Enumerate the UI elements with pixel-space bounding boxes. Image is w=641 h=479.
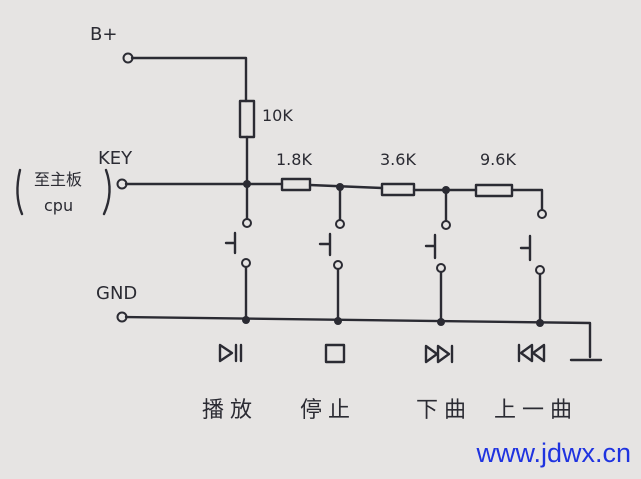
cpu-note-top: 至主板 [34,170,83,189]
resistor-3-6k [380,182,416,197]
key-label: KEY [98,148,133,169]
play-label: 播放 [202,398,259,423]
resistor-3-label: 9.6K [480,150,516,169]
switch-4-top-contact [537,209,547,219]
switch-1-button [224,231,237,255]
resistor-1-8k [280,177,312,192]
gnd-wire [124,315,592,359]
play-pause-icon [218,343,243,363]
stop-icon [324,343,346,364]
junction-node [242,316,250,324]
next-track-label: 下曲 [416,398,473,423]
stop-label: 停止 [300,398,357,423]
pullup-resistor-label: 10K [262,106,293,125]
switch-2-top-contact [335,219,345,229]
junction-node [536,319,544,327]
resistor-1-label: 1.8K [276,150,312,169]
junction-node [437,318,445,326]
note-open-paren [16,168,24,216]
junction-node [334,317,342,325]
switch-3-top-contact [441,220,451,230]
resistor-9-6k [474,183,514,198]
switch-1-top-contact [242,218,252,228]
supply-label: B+ [90,24,118,45]
previous-track-icon [517,343,546,363]
cpu-note-bottom: cpu [44,196,74,215]
switch-2-button [318,232,332,257]
key-wire-4 [510,188,544,212]
watermark: www.jdwx.cn [476,438,631,468]
next-track-icon [424,344,454,364]
switch-4-button [519,234,532,262]
supply-wire [130,56,248,103]
note-close-paren [102,168,111,216]
previous-track-label: 上一曲 [494,398,579,423]
key-wire-2 [308,183,384,190]
gnd-label: GND [96,283,138,304]
pullup-resistor [238,99,256,139]
switch-3-button [424,233,437,260]
resistor-2-label: 3.6K [380,150,416,169]
